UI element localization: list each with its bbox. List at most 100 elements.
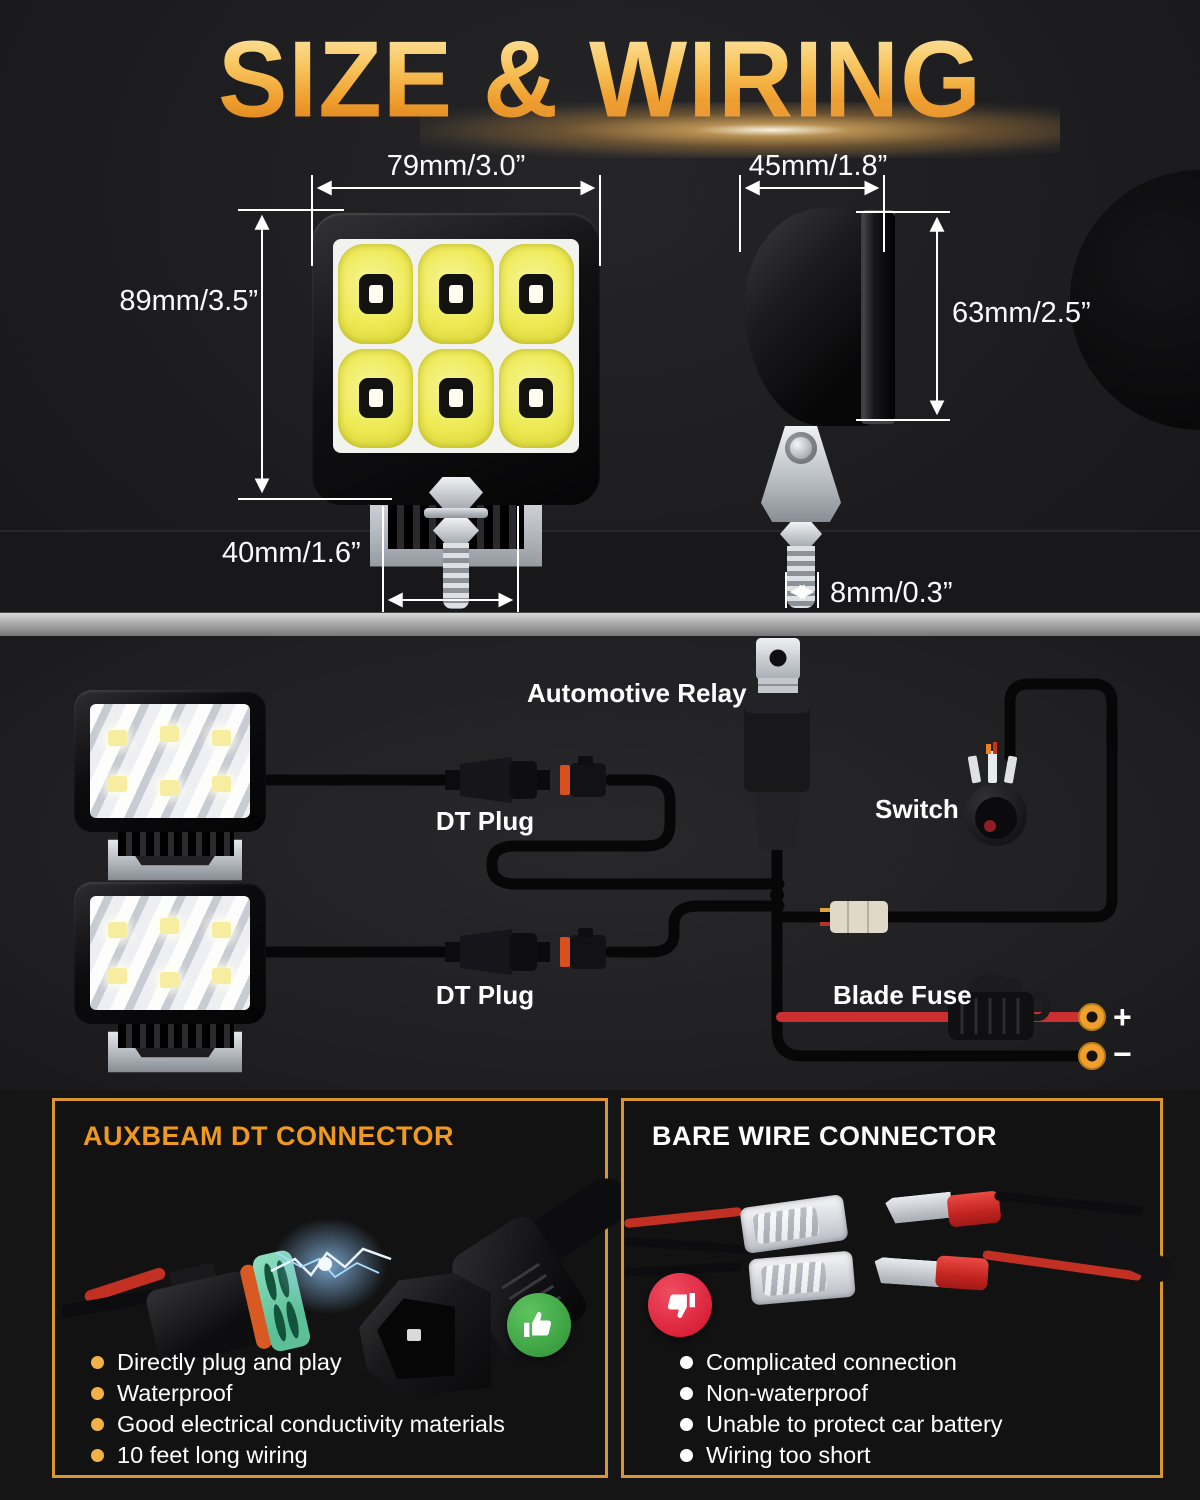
bullet-icon <box>91 1387 104 1400</box>
bullet-label: 10 feet long wiring <box>117 1442 308 1468</box>
led-cell <box>338 244 414 344</box>
switch-inline-connector <box>820 901 888 933</box>
black-wire <box>993 1191 1145 1216</box>
electric-spark <box>270 1218 392 1314</box>
bullet-label: Waterproof <box>117 1380 233 1406</box>
mount-washer <box>424 508 488 518</box>
pod-heatsink <box>118 832 234 856</box>
pod-lens <box>90 704 250 818</box>
led-die <box>438 273 473 314</box>
left-box-title: AUXBEAM DT CONNECTOR <box>83 1121 455 1151</box>
bullet-label: Complicated connection <box>706 1349 957 1375</box>
bullet-label: Wiring too short <box>706 1442 871 1468</box>
positive-ring-terminal <box>1078 1003 1106 1031</box>
left-box-points: Directly plug and play Waterproof Good e… <box>91 1347 505 1471</box>
light-pod-front-view <box>312 213 600 615</box>
list-item: Directly plug and play <box>91 1347 505 1378</box>
side-bracket-bolt <box>785 432 817 464</box>
right-box-points: Complicated connection Non-waterproof Un… <box>680 1347 1003 1471</box>
connector-contact <box>407 1329 421 1341</box>
wire-after-dt-b <box>604 900 785 958</box>
led-cell <box>418 244 494 344</box>
harness-wires <box>249 678 1118 1062</box>
right-box-title: BARE WIRE CONNECTOR <box>652 1121 998 1151</box>
rocker-switch <box>965 742 1027 846</box>
bullet-label: Good electrical conductivity materials <box>117 1411 505 1437</box>
thumbs-up-icon <box>524 1312 552 1337</box>
negative-label: − <box>1113 1036 1132 1072</box>
led-cell <box>498 244 574 344</box>
lens-flare <box>420 102 1060 158</box>
bare-wire-connector-box: BARE WIRE CONNECTOR Complicated connecti… <box>621 1098 1176 1478</box>
side-nut <box>780 522 822 546</box>
dt-plug-b-label: DT Plug <box>435 980 535 1010</box>
blade-fuse-holder <box>948 974 1051 1040</box>
wire-switch-loop <box>884 678 1118 923</box>
dt-plug-a-label: DT Plug <box>435 806 535 836</box>
positive-label: + <box>1113 999 1132 1035</box>
male-spade-red-sleeve <box>946 1190 1002 1228</box>
bullet-icon <box>680 1449 693 1462</box>
dim-front-width: 79mm/3.0” <box>386 150 526 182</box>
list-item: Complicated connection <box>680 1347 1003 1378</box>
list-item: 10 feet long wiring <box>91 1440 505 1471</box>
male-spade-red-sleeve <box>934 1255 990 1291</box>
led-cell <box>418 348 494 448</box>
led-die <box>358 378 393 419</box>
led-cell <box>338 348 414 448</box>
thumbs-down-badge <box>648 1273 712 1337</box>
list-item: Unable to protect car battery <box>680 1409 1003 1440</box>
wire-after-dt-a <box>486 774 785 890</box>
thumbs-up-badge <box>507 1293 571 1357</box>
bullet-icon <box>680 1356 693 1369</box>
background-floor <box>0 530 1200 614</box>
blade-fuse-label: Blade Fuse <box>833 980 972 1010</box>
negative-ring-terminal <box>1078 1042 1106 1070</box>
list-item: Waterproof <box>91 1378 505 1409</box>
dim-side-height: 63mm/2.5” <box>952 297 1091 329</box>
list-item: Good electrical conductivity materials <box>91 1409 505 1440</box>
automotive-relay <box>744 638 810 850</box>
pod-side-bezel-lip <box>861 210 895 424</box>
wiring-harness-diagram <box>249 638 1118 1070</box>
male-spade-blade <box>885 1192 953 1225</box>
led-die <box>519 273 554 314</box>
red-wire <box>623 1206 743 1229</box>
switch-label: Switch <box>875 794 959 824</box>
dt-connector-illustration <box>55 1161 638 1397</box>
male-spade-blade <box>873 1257 941 1288</box>
led-die <box>519 378 554 419</box>
bullet-icon <box>91 1449 104 1462</box>
light-pod-side-view <box>745 206 895 610</box>
dim-front-height: 89mm/3.5” <box>119 285 258 317</box>
pod-heatsink <box>118 1024 234 1048</box>
thumbs-down-icon <box>667 1293 695 1318</box>
bullet-icon <box>680 1387 693 1400</box>
dt-plug-a <box>445 756 606 803</box>
dt-plug-b <box>445 928 606 975</box>
bullet-label: Unable to protect car battery <box>706 1411 1003 1437</box>
mount-nut <box>433 518 479 543</box>
wire-relay-to-negative <box>771 840 1085 1062</box>
light-pod-a <box>70 690 270 884</box>
dim-bolt-diameter: 8mm/0.3” <box>830 577 953 609</box>
bullet-icon <box>91 1356 104 1369</box>
female-spade-terminal <box>748 1250 856 1306</box>
led-die <box>358 273 393 314</box>
led-cell <box>498 348 574 448</box>
pod-lens <box>90 896 250 1010</box>
female-spade-terminal <box>739 1193 849 1255</box>
led-die <box>438 378 473 419</box>
floor-edge-strip <box>0 612 1200 637</box>
relay-label: Automotive Relay <box>527 678 747 708</box>
bullet-label: Non-waterproof <box>706 1380 868 1406</box>
bullet-icon <box>680 1418 693 1431</box>
bullet-label: Directly plug and play <box>117 1349 342 1375</box>
dim-side-width: 45mm/1.8” <box>748 150 888 182</box>
black-wire <box>623 1236 753 1255</box>
wire-junction <box>770 888 784 902</box>
auxbeam-dt-connector-box: AUXBEAM DT CONNECTOR <box>52 1098 638 1478</box>
light-pod-b <box>70 882 270 1076</box>
bullet-icon <box>91 1418 104 1431</box>
